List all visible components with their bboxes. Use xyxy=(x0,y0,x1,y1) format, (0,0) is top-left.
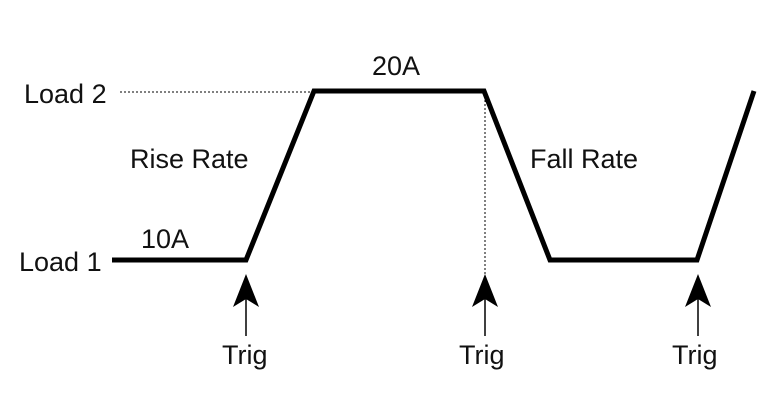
trigger-label-2: Trig xyxy=(459,340,505,370)
load1-label: Load 1 xyxy=(19,247,102,277)
rise-rate-label: Rise Rate xyxy=(130,144,249,174)
current-low-label: 10A xyxy=(141,224,189,254)
load-waveform xyxy=(112,88,757,263)
load2-label: Load 2 xyxy=(24,79,107,109)
trigger-arrow-3-icon xyxy=(685,274,711,307)
fall-rate-label: Fall Rate xyxy=(530,144,638,174)
trigger-label-3: Trig xyxy=(672,340,718,370)
trigger-marker-2: Trig xyxy=(459,274,505,370)
trigger-label-1: Trig xyxy=(222,340,268,370)
trigger-arrow-1-icon xyxy=(233,274,259,307)
trigger-marker-1: Trig xyxy=(222,274,268,370)
trigger-marker-3: Trig xyxy=(672,274,718,370)
current-high-label: 20A xyxy=(372,51,420,81)
trigger-arrow-2-icon xyxy=(472,274,498,307)
